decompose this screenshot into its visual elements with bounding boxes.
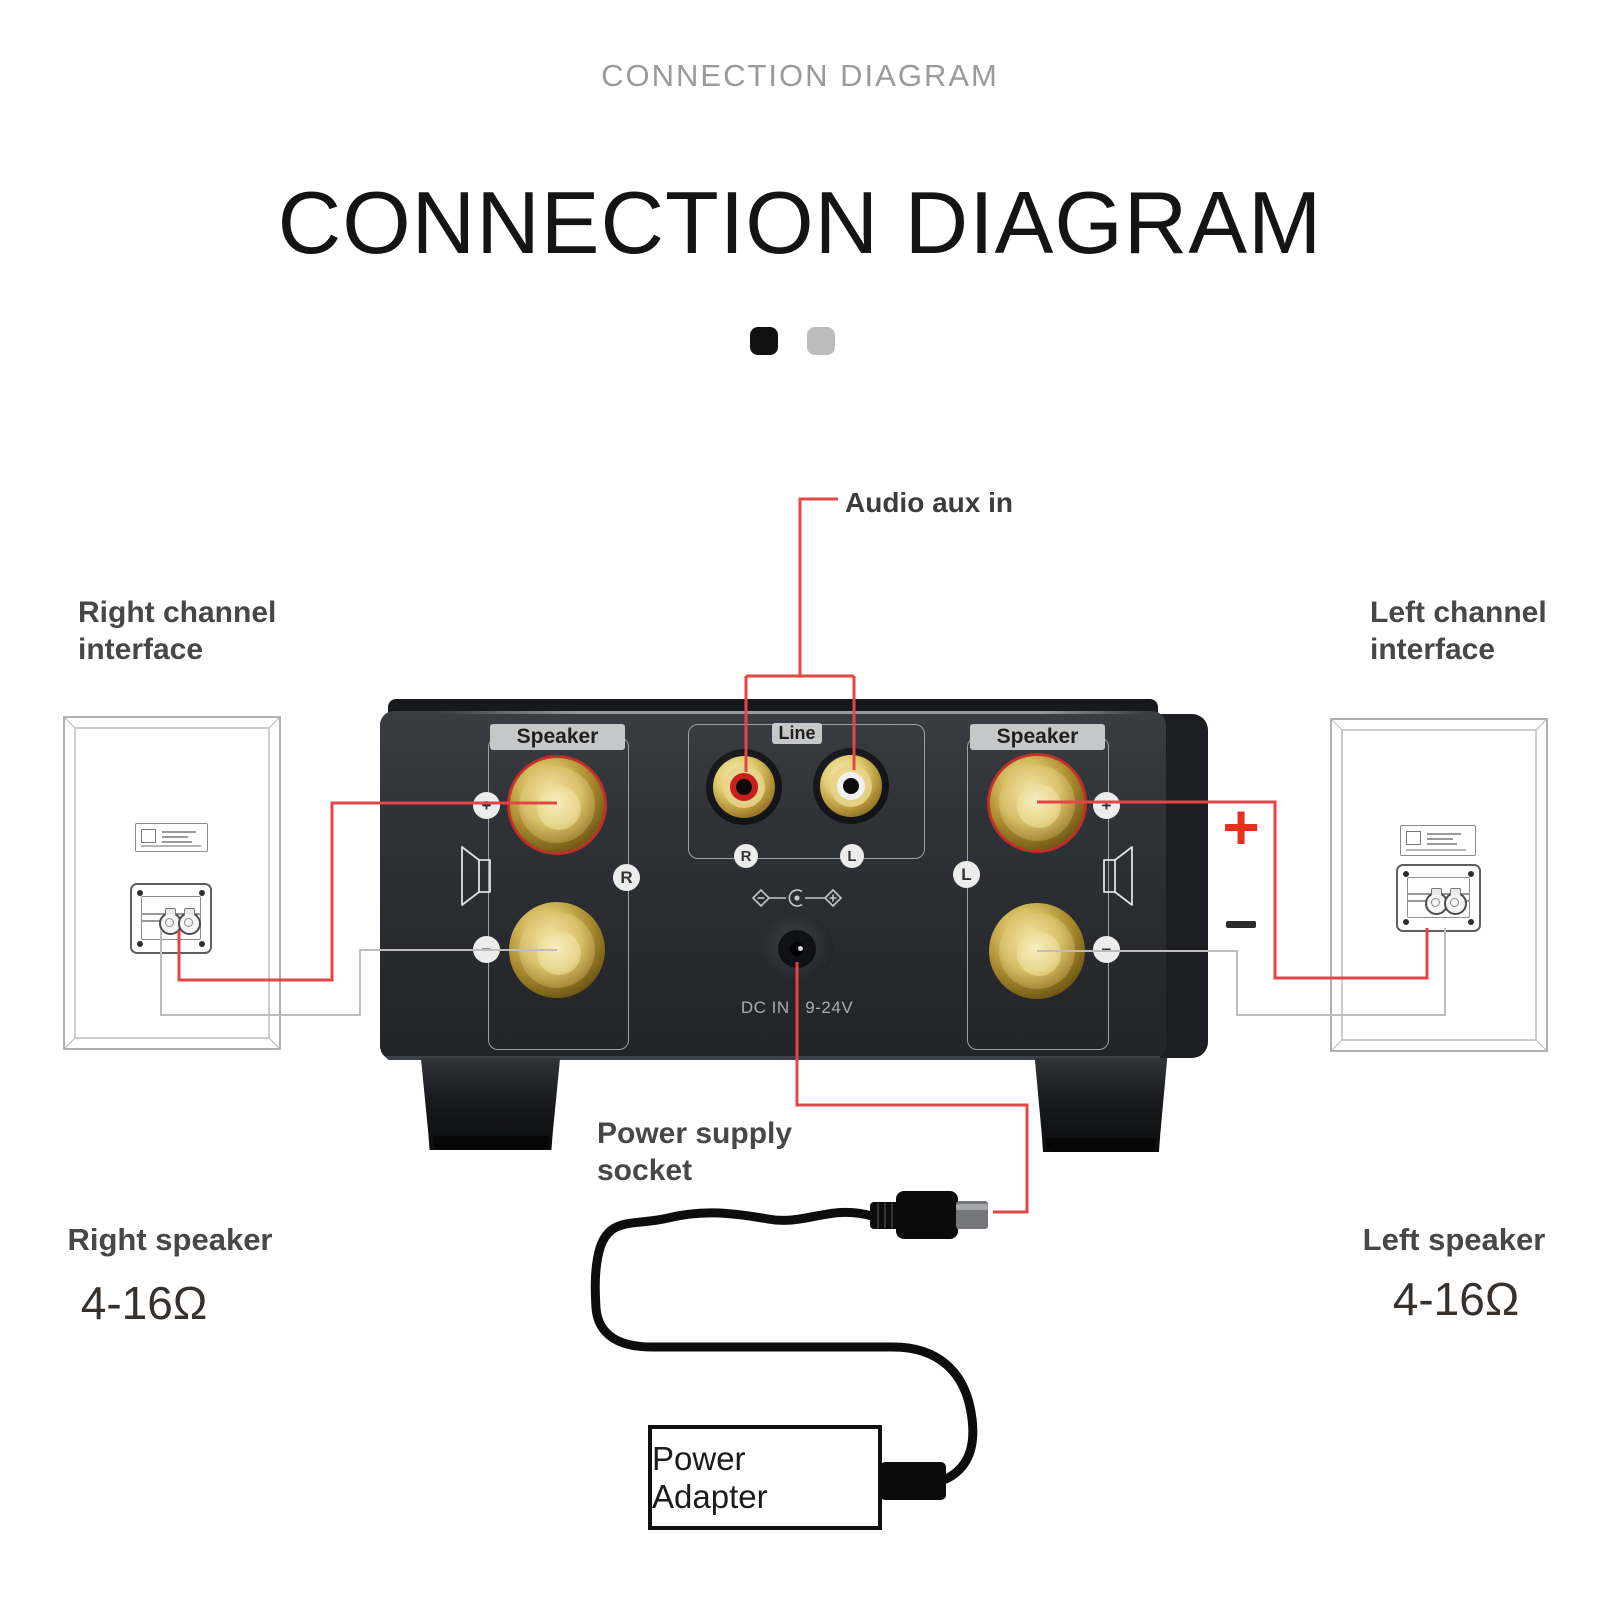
channel-r-badge: R bbox=[613, 864, 640, 891]
plus-badge: + bbox=[1093, 792, 1120, 819]
right-speaker-impedance: 4-16Ω bbox=[80, 1277, 208, 1329]
label-right-channel-interface: Right channel interface bbox=[78, 596, 277, 666]
rca-l-badge: L bbox=[840, 844, 864, 868]
carousel-dot-active[interactable] bbox=[750, 327, 778, 355]
negative-terminal[interactable] bbox=[1444, 888, 1467, 915]
power-adapter-box: Power Adapter bbox=[648, 1425, 882, 1530]
plus-badge: + bbox=[473, 792, 500, 819]
speaker-icon bbox=[1103, 846, 1133, 906]
power-adapter-label: Power Adapter bbox=[652, 1439, 768, 1515]
terminal-cup bbox=[130, 883, 212, 954]
minus-badge: − bbox=[1093, 936, 1120, 963]
minus-symbol bbox=[1226, 921, 1256, 928]
terminal-cup bbox=[1396, 864, 1481, 932]
brand-logo bbox=[141, 829, 156, 843]
label-audio-aux-in: Audio aux in bbox=[845, 487, 1013, 518]
plus-symbol: + bbox=[1222, 791, 1260, 863]
dc-in-label: DC IN : 9-24V bbox=[740, 998, 854, 1017]
carousel-dot-inactive[interactable] bbox=[807, 327, 835, 355]
minus-badge: − bbox=[473, 936, 500, 963]
brand-logo bbox=[1406, 831, 1421, 845]
positive-terminal[interactable] bbox=[1425, 888, 1448, 915]
line-section-label: Line bbox=[772, 723, 822, 744]
dc-polarity-icon bbox=[752, 888, 842, 908]
rca-jack-right[interactable] bbox=[706, 749, 782, 825]
left-speaker-cabinet bbox=[1330, 718, 1548, 1052]
dc-plug bbox=[870, 1191, 988, 1239]
channel-l-badge: L bbox=[953, 861, 980, 888]
eyebrow-title: CONNECTION DIAGRAM bbox=[601, 58, 999, 93]
label-left-speaker: Left speaker bbox=[1362, 1222, 1546, 1257]
label-left-channel-interface: Left channel interface bbox=[1370, 596, 1547, 666]
label-power-supply-socket: Power supply socket bbox=[597, 1117, 793, 1187]
page-title: CONNECTION DIAGRAM bbox=[277, 173, 1323, 272]
binding-post-left-negative[interactable] bbox=[989, 903, 1085, 999]
binding-post-left-positive[interactable] bbox=[987, 753, 1087, 853]
amp-foot-right bbox=[1034, 1058, 1168, 1152]
dc-power-jack[interactable] bbox=[761, 913, 833, 985]
binding-post-right-negative[interactable] bbox=[509, 902, 605, 998]
speaker-section-label: Speaker bbox=[490, 724, 625, 750]
spec-plate bbox=[135, 823, 208, 852]
rca-jack-left[interactable] bbox=[813, 748, 889, 824]
right-speaker-cabinet bbox=[63, 716, 281, 1050]
amp-foot-left bbox=[420, 1058, 561, 1150]
spec-plate bbox=[1400, 825, 1476, 856]
binding-post-right-positive[interactable] bbox=[507, 755, 607, 855]
rca-r-badge: R bbox=[734, 844, 758, 868]
positive-terminal[interactable] bbox=[178, 908, 201, 935]
speaker-section-label: Speaker bbox=[970, 724, 1105, 750]
label-right-speaker: Right speaker bbox=[67, 1222, 273, 1257]
left-speaker-impedance: 4-16Ω bbox=[1392, 1273, 1520, 1325]
speaker-icon bbox=[461, 846, 491, 906]
adapter-connector bbox=[880, 1462, 946, 1500]
